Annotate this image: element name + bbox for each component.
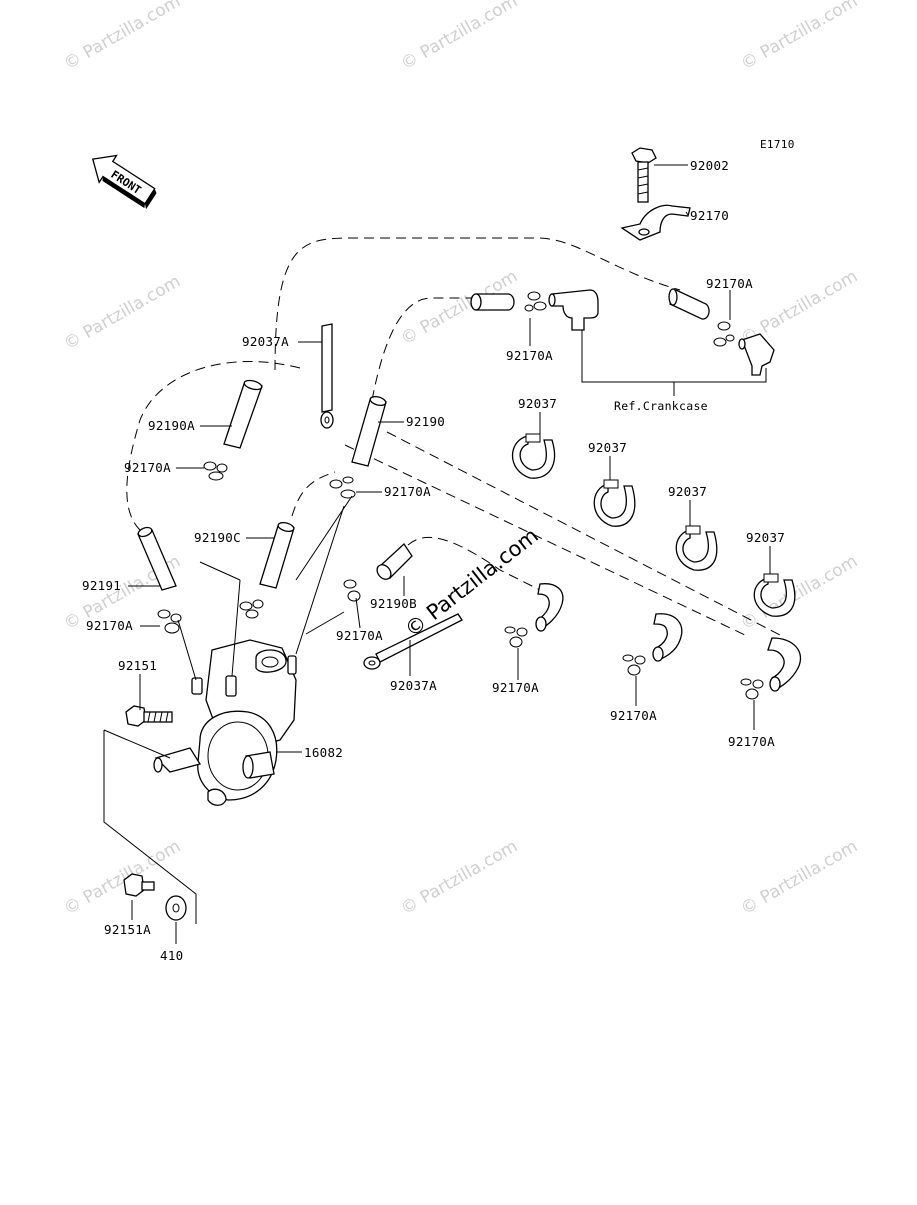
bolt-92151: [125, 705, 173, 727]
hose-short-top: [470, 293, 515, 311]
callout-92170A: 92170A: [706, 276, 753, 291]
watermark-text: © Partzilla.com: [738, 836, 862, 919]
routing-lines: [126, 237, 781, 636]
hose-92190A: [223, 379, 263, 449]
diagram-code: E1710: [760, 138, 795, 151]
hose-92191: [137, 526, 177, 591]
callout-92170A: 92170A: [336, 628, 383, 643]
callout-92170A: 92170A: [124, 460, 171, 475]
callout-92190B: 92190B: [370, 596, 417, 611]
clip-92170A-b1: [504, 626, 528, 648]
callout-92170A: 92170A: [86, 618, 133, 633]
callout-92170A: 92170A: [728, 734, 775, 749]
callout-labels: 92002 92170 92170A 92170A 92037A 92190A …: [82, 158, 785, 963]
callout-92151A: 92151A: [104, 922, 151, 937]
crankcase-fitting-a: [548, 289, 599, 331]
clip-92170A-b3: [740, 678, 764, 700]
callout-92190C: 92190C: [194, 530, 241, 545]
screw-92151A: [123, 873, 155, 897]
ref-crankcase-label: Ref.Crankcase: [614, 399, 708, 413]
callout-92002: 92002: [690, 158, 729, 173]
clip-92170A-center: [343, 579, 361, 602]
crankcase-fitting-b: [738, 333, 775, 376]
watermark-text: © Partzilla.com: [398, 836, 522, 919]
watermark-text: © Partzilla.com: [61, 0, 185, 74]
bolt-92002: [631, 147, 657, 203]
watermark-center-text: © Partzilla.com: [400, 523, 542, 642]
callout-92170A: 92170A: [506, 348, 553, 363]
callout-92191: 92191: [82, 578, 121, 593]
ref-crankcase-bracket: Ref.Crankcase: [581, 330, 767, 413]
clip-92170A-left1: [203, 461, 228, 481]
callout-92170A: 92170A: [610, 708, 657, 723]
callout-92151: 92151: [118, 658, 157, 673]
elbow-hose-1: [535, 583, 564, 632]
callout-410: 410: [160, 948, 183, 963]
band-clamp-92037-3: [675, 525, 718, 571]
callout-92037A: 92037A: [390, 678, 437, 693]
callout-92037: 92037: [746, 530, 785, 545]
callout-92170A: 92170A: [492, 680, 539, 695]
callout-92190A: 92190A: [148, 418, 195, 433]
hose-short-right: [668, 288, 710, 320]
callout-16082: 16082: [304, 745, 343, 760]
leader-lines: [128, 164, 771, 944]
watermark-text: © Partzilla.com: [61, 271, 185, 354]
callout-92170: 92170: [690, 208, 729, 223]
clip-92170A-b2: [622, 654, 646, 676]
elbow-hose-2: [652, 613, 683, 662]
callout-92037A: 92037A: [242, 334, 289, 349]
front-arrow-icon: FRONT: [91, 154, 157, 210]
cable-tie-92037A-top: [320, 323, 334, 429]
band-clamp-92037-2: [593, 479, 636, 527]
clip-92170A-pump: [239, 599, 264, 619]
watermark-text: © Partzilla.com: [398, 0, 522, 74]
callout-92170A: 92170A: [384, 484, 431, 499]
oil-pump-16082: [153, 639, 297, 806]
clamp-92170: [620, 204, 691, 241]
callout-92037: 92037: [668, 484, 707, 499]
cable-tie-92037A-bottom: [363, 613, 463, 670]
clip-92170A-top: [524, 291, 547, 312]
clip-92170A-left2: [157, 609, 182, 634]
clip-92170A-mid: [329, 476, 356, 499]
callout-92037: 92037: [518, 396, 557, 411]
washer-410: [165, 895, 187, 921]
detail-box: [103, 729, 197, 924]
band-clamp-92037-4: [753, 573, 796, 617]
callout-92037: 92037: [588, 440, 627, 455]
elbow-hose-3: [767, 637, 802, 692]
band-clamp-92037-1: [512, 433, 556, 479]
clip-92170A-tr: [713, 321, 735, 347]
hose-92190: [351, 395, 387, 467]
watermark-text: © Partzilla.com: [738, 0, 862, 74]
hose-92190B: [376, 543, 413, 580]
hose-92190C: [259, 521, 295, 589]
callout-92190: 92190: [406, 414, 445, 429]
watermarks: © Partzilla.com © Partzilla.com © Partzi…: [61, 0, 862, 919]
